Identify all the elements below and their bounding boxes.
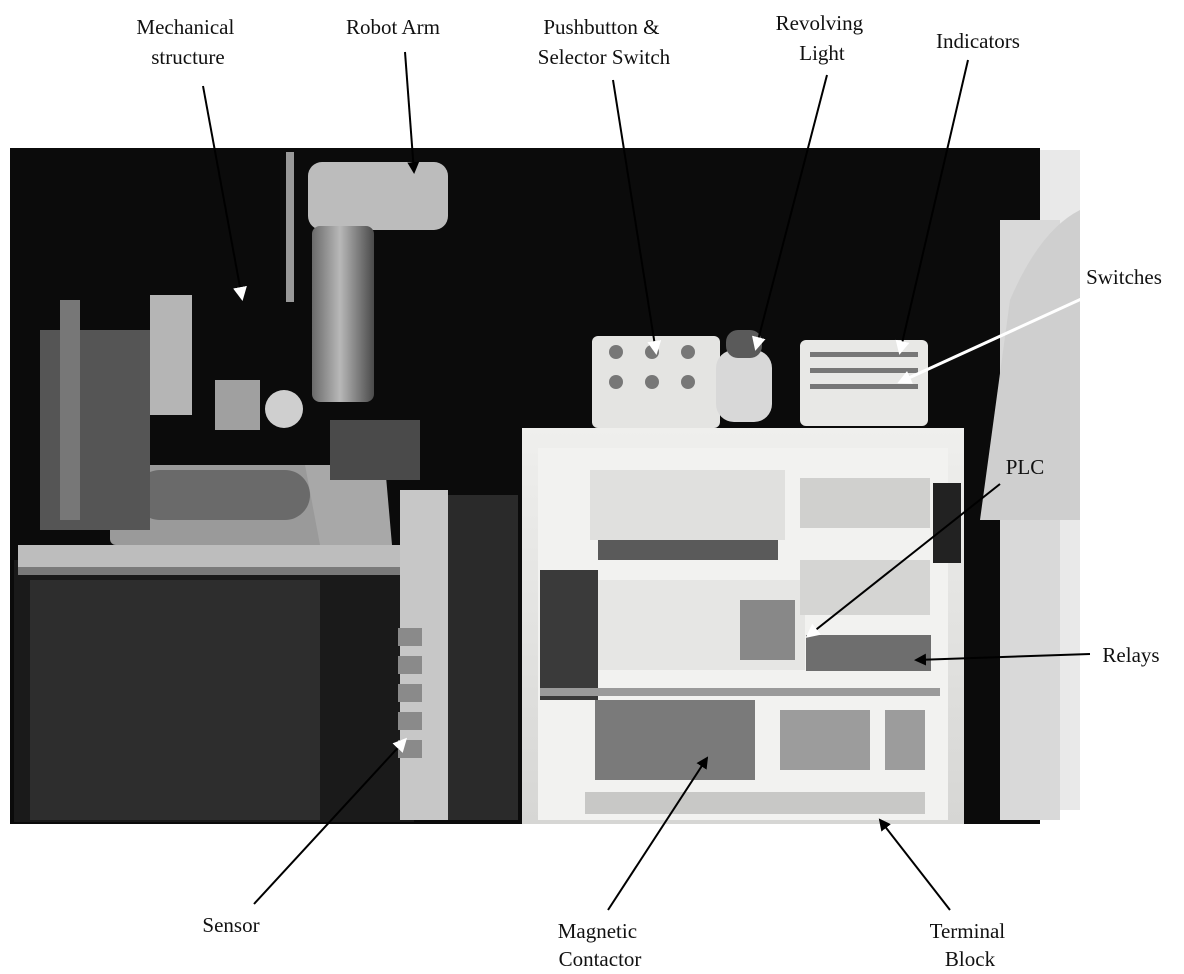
label-mechanical-structure: Mechanical structure xyxy=(136,15,239,69)
label-relays: Relays xyxy=(1102,643,1159,667)
callout-labels: Mechanical structure Robot Arm Pushbutto… xyxy=(136,11,1162,971)
label-switches: Switches xyxy=(1086,265,1162,289)
arrow-plc xyxy=(805,483,1001,638)
arrow-mechanical-structure xyxy=(202,85,247,301)
label-magnetic-contactor: Magnetic Contactor xyxy=(558,919,643,971)
label-indicators: Indicators xyxy=(936,29,1020,53)
equipment-photo xyxy=(10,148,1080,824)
arrow-indicators xyxy=(895,59,969,355)
label-revolving-light: Revolving Light xyxy=(776,11,869,65)
arrow-magnetic-contactor xyxy=(607,756,709,911)
arrow-terminal-block xyxy=(878,818,951,911)
arrow-robot-arm xyxy=(404,51,420,174)
arrow-sensor xyxy=(253,737,408,905)
callout-arrows xyxy=(202,51,1091,911)
arrow-switches xyxy=(897,293,1091,384)
label-robot-arm: Robot Arm xyxy=(346,15,440,39)
arrow-pushbutton-selector xyxy=(612,79,662,355)
label-plc: PLC xyxy=(1006,455,1045,479)
arrow-revolving-light xyxy=(751,74,828,351)
label-pushbutton-selector: Pushbutton & Selector Switch xyxy=(538,15,671,69)
label-sensor: Sensor xyxy=(202,913,259,937)
arrow-relays xyxy=(914,653,1091,666)
label-terminal-block: Terminal Block xyxy=(930,919,1011,971)
